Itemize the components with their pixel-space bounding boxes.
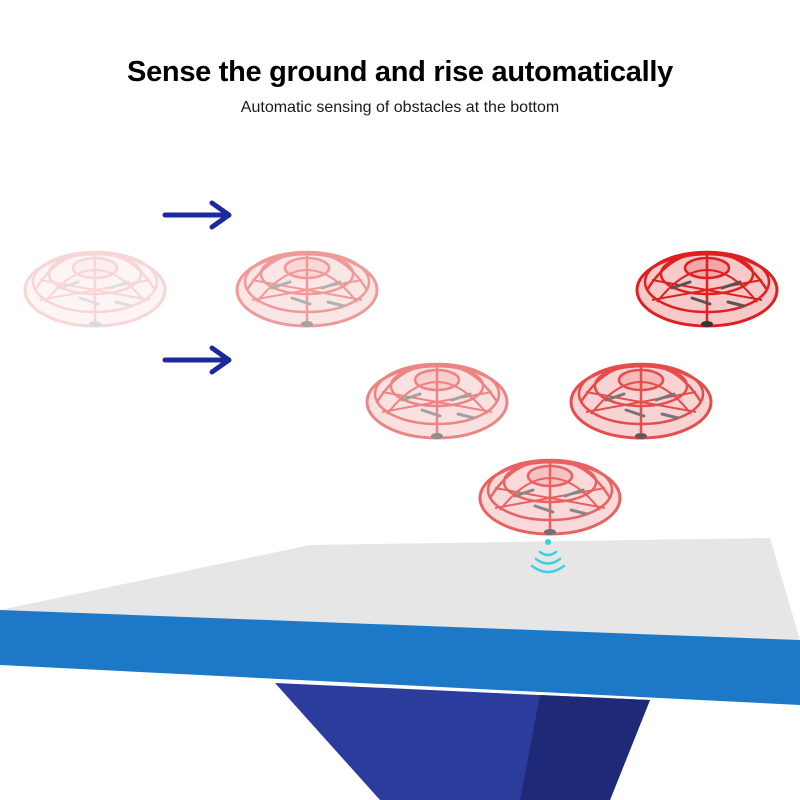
table-top [0,538,800,640]
subheadline: Automatic sensing of obstacles at the bo… [240,99,560,116]
ufo-drone-icon [23,250,167,329]
ufo-drone-icon [569,362,713,441]
ufo-drone-icon [365,362,509,441]
ufo-drone-icon [235,250,379,329]
right-arrow-icon [162,200,232,230]
table-leg-shadow [520,695,650,800]
right-arrow-icon [162,345,232,375]
headline: Sense the ground and rise automatically [127,56,673,88]
ufo-drone-icon [635,250,779,329]
sensor-wave-icon [530,539,566,574]
ufo-drone-icon [478,458,622,537]
table-edge [0,610,800,705]
